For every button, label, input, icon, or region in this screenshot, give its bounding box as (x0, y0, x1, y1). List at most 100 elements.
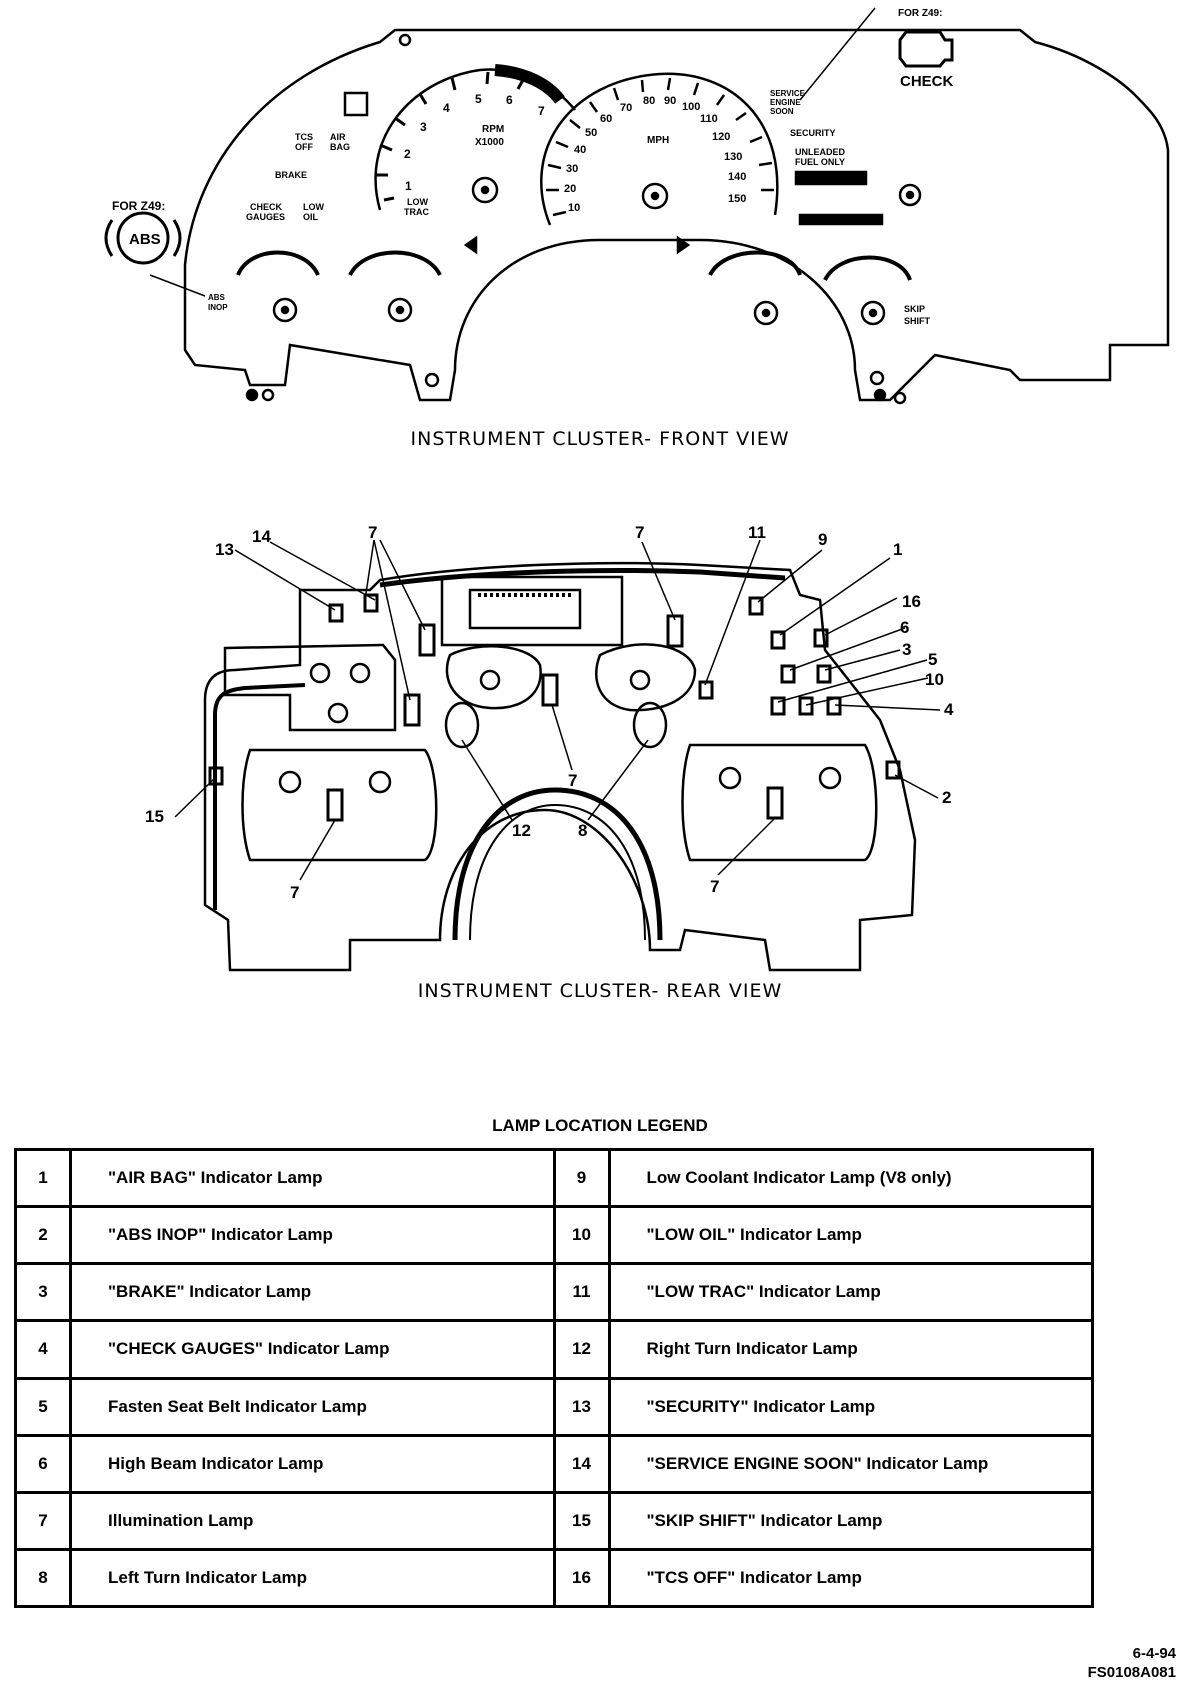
tach-ticks (376, 71, 526, 202)
rear-left-block-hole (349, 662, 371, 684)
callout-label-15: 15 (145, 807, 164, 826)
table-row: 8 Left Turn Indicator Lamp 16 "TCS OFF" … (14, 1547, 1094, 1609)
speedo-tick-label: 100 (682, 101, 700, 113)
speedo-ticks (546, 77, 774, 217)
low-trac-label-2: TRAC (404, 207, 429, 217)
rear-board-outline (203, 561, 917, 972)
tcs-label: TCS (295, 132, 313, 142)
table-row: 2 "ABS INOP" Indicator Lamp 10 "LOW OIL"… (14, 1205, 1094, 1266)
legend-number: 4 (14, 1319, 72, 1380)
speedo-tick-label: 40 (574, 144, 586, 156)
abs-icon-bracket-r (172, 219, 182, 257)
rear-board-trace-left (213, 683, 306, 910)
callout-label-7a: 7 (368, 523, 377, 542)
legend-title: LAMP LOCATION LEGEND (492, 1116, 708, 1135)
service-label-2: ENGINE (770, 98, 801, 107)
legend-description: "LOW OIL" Indicator Lamp (607, 1205, 1094, 1266)
footer-date: 6-4-94 (1132, 1645, 1176, 1662)
unleaded-label-1: UNLEADED (795, 147, 846, 157)
callout-label-7d: 7 (290, 883, 299, 902)
callout-label-16: 16 (902, 592, 921, 611)
rear-arch (452, 787, 663, 941)
off-label: OFF (295, 142, 313, 152)
legend-description: Low Coolant Indicator Lamp (V8 only) (607, 1147, 1094, 1209)
callout-label-7b: 7 (635, 523, 644, 542)
tach-tick-label: 7 (538, 104, 545, 118)
abs-inop-label-1: ABS (208, 293, 226, 302)
rear-left-block-hole (309, 662, 331, 684)
speedo-tick-label: 80 (643, 95, 655, 107)
abs-icon-bracket-l (104, 219, 114, 257)
callout-label-5: 5 (928, 650, 937, 669)
abs-icon-label: ABS (129, 231, 161, 248)
legend-description: "SECURITY" Indicator Lamp (607, 1376, 1094, 1437)
legend-description: Left Turn Indicator Lamp (69, 1547, 556, 1609)
coolant-pivot-c (280, 305, 290, 315)
legend-description: "LOW TRAC" Indicator Lamp (607, 1262, 1094, 1323)
service-label-1: SERVICE (770, 89, 806, 98)
tach-pivot (471, 176, 499, 204)
check-gauges-label-1: CHECK (250, 202, 283, 212)
legend-number: 11 (552, 1262, 611, 1323)
fuel-pivot-c (868, 308, 878, 318)
rpm-label: RPM (482, 124, 504, 135)
rear-gauge-pad-speedo (595, 643, 697, 712)
service-label-3: SOON (770, 107, 794, 116)
speedo-tick-label: 150 (728, 193, 746, 205)
legend-description: "ABS INOP" Indicator Lamp (69, 1205, 556, 1266)
callout-label-6: 6 (900, 618, 909, 637)
rear-right-turn-socket (632, 701, 668, 749)
legend-description: "SKIP SHIFT" Indicator Lamp (607, 1490, 1094, 1551)
volt-pivot (753, 300, 779, 326)
legend-number: 14 (552, 1433, 611, 1494)
tach-tick-label: 2 (404, 147, 411, 161)
security-label: SECURITY (790, 128, 836, 138)
table-row: 6 High Beam Indicator Lamp 14 "SERVICE E… (14, 1433, 1094, 1494)
table-row: 5 Fasten Seat Belt Indicator Lamp 13 "SE… (14, 1376, 1094, 1437)
rear-connector-pins (468, 588, 582, 630)
legend-description: "SERVICE ENGINE SOON" Indicator Lamp (607, 1433, 1094, 1494)
callout-label-8: 8 (578, 821, 587, 840)
speedo-tick-label: 20 (564, 183, 576, 195)
speedo-tick-label: 140 (728, 171, 746, 183)
legend-number: 7 (14, 1490, 72, 1551)
right-pivot (898, 183, 922, 207)
oil-pivot-c (395, 305, 405, 315)
legend-number: 2 (14, 1205, 72, 1266)
speedo-tick-label: 120 (712, 131, 730, 143)
rear-gauge-pad-left (241, 748, 438, 862)
legend-number: 13 (552, 1376, 611, 1437)
legend-number: 15 (552, 1490, 611, 1551)
speedo-tick-label: 10 (568, 202, 580, 214)
callout-label-13: 13 (215, 540, 234, 559)
speedo-tick-label: 90 (664, 95, 676, 107)
right-pivot-c (905, 190, 915, 200)
callout-label-11: 11 (748, 523, 766, 542)
legend-description: Right Turn Indicator Lamp (607, 1319, 1094, 1380)
rear-board-trace-top (379, 568, 786, 588)
check-label: CHECK (900, 73, 954, 90)
rear-left-block (223, 643, 397, 732)
speedo-tick-label: 30 (566, 163, 578, 175)
legend-number: 8 (14, 1547, 72, 1609)
callout-label-12: 12 (512, 821, 531, 840)
table-row: 3 "BRAKE" Indicator Lamp 11 "LOW TRAC" I… (14, 1262, 1094, 1323)
mount-hole-top-left (398, 33, 412, 47)
tach-tick-label: 4 (443, 101, 450, 115)
rear-left-turn-socket (444, 701, 480, 749)
legend-number: 6 (14, 1433, 72, 1494)
callout-label-7e: 7 (710, 877, 719, 896)
legend-number: 9 (552, 1147, 611, 1209)
legend-description: Illumination Lamp (69, 1490, 556, 1551)
front-plate-outline (183, 28, 1170, 402)
unleaded-label-2: FUEL ONLY (795, 157, 845, 167)
rear-gauge-pad-tach (445, 645, 542, 710)
speedo-pivot (641, 182, 669, 210)
skip-shift-label-2: SHIFT (904, 316, 931, 326)
x1000-label: X1000 (475, 137, 504, 148)
low-trac-label-1: LOW (407, 197, 428, 207)
low-oil-label-1: LOW (303, 202, 324, 212)
lamp-location-legend-table: 1 "AIR BAG" Indicator Lamp 9 Low Coolant… (14, 1147, 1094, 1609)
speedometer-arc (540, 72, 779, 226)
for-z49-right-label: FOR Z49: (898, 8, 942, 19)
